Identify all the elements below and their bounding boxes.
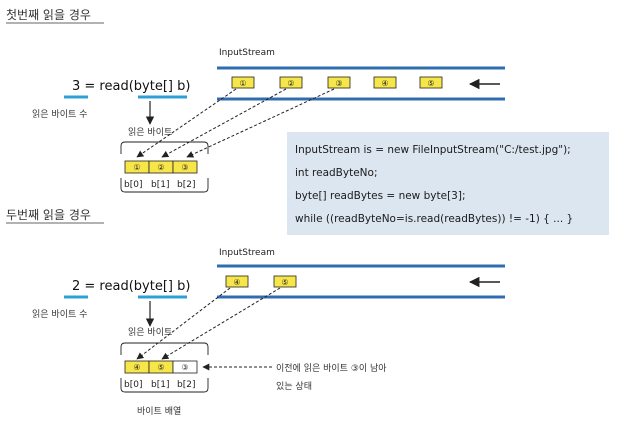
- svg-text:⑤: ⑤: [281, 278, 288, 287]
- stream-byte-2: ②: [279, 76, 303, 89]
- section2-copy-arrow-1: [136, 287, 231, 360]
- array-cell-0: ④: [124, 360, 150, 374]
- section2-index-2: b[2]: [177, 380, 195, 390]
- svg-text:②: ②: [157, 163, 164, 172]
- section2-stream-bytes: ④ ⑤: [225, 275, 297, 288]
- section1-copy-arrow-2: [161, 88, 287, 158]
- svg-text:⑤: ⑤: [427, 79, 434, 88]
- svg-text:④: ④: [381, 79, 388, 88]
- leftover-note-line-1: 이전에 읽은 바이트 ③이 남아: [276, 363, 387, 374]
- svg-text:②: ②: [287, 79, 294, 88]
- section1-index-2: b[2]: [177, 180, 195, 190]
- section2-array-brace-top: [120, 342, 209, 355]
- svg-text:①: ①: [239, 79, 246, 88]
- section1-array-brace-bottom: [120, 178, 209, 193]
- section2-count-label: 읽은 바이트 수: [32, 309, 87, 320]
- code-line-1: InputStream is = new FileInputStream("C:…: [295, 144, 571, 156]
- svg-text:③: ③: [335, 79, 342, 88]
- section1-stream-bytes: ① ② ③ ④ ⑤: [231, 76, 443, 89]
- section1-stream-label: InputStream: [219, 48, 275, 58]
- section1-read-label: 읽은 바이트: [128, 127, 172, 138]
- stream-byte-4: ④: [225, 275, 249, 288]
- code-line-3: byte[] readBytes = new byte[3];: [295, 190, 465, 202]
- svg-text:③: ③: [181, 163, 188, 172]
- section1-copy-arrow-3: [186, 88, 335, 158]
- section2-index-1: b[1]: [151, 380, 169, 390]
- section1-title: 첫번째 읽을 경우: [6, 8, 91, 22]
- svg-text:⑤: ⑤: [157, 363, 164, 372]
- section2-title: 두번째 읽을 경우: [6, 208, 91, 222]
- stream-byte-5: ⑤: [419, 76, 443, 89]
- array-cell-2: ③: [172, 160, 198, 174]
- section1-index-0: b[0]: [124, 180, 142, 190]
- section1-byte-array: ① ② ③: [124, 160, 198, 174]
- code-line-4: while ((readByteNo=is.read(readBytes)) !…: [295, 213, 573, 225]
- stream-byte-3: ③: [327, 76, 351, 89]
- stream-byte-4: ④: [373, 76, 397, 89]
- section2-read-label: 읽은 바이트: [128, 327, 172, 338]
- section2-byte-array: ④ ⑤ ③: [124, 360, 198, 374]
- stream-byte-5: ⑤: [273, 275, 297, 288]
- array-cell-1: ⑤: [148, 360, 174, 374]
- section1-array-brace-top: [120, 141, 209, 154]
- svg-text:③: ③: [181, 363, 188, 372]
- leftover-note-line-2: 있는 상태: [276, 380, 312, 392]
- section2-stream-label: InputStream: [219, 248, 275, 258]
- svg-text:④: ④: [133, 363, 140, 372]
- array-cell-0: ①: [124, 160, 150, 174]
- code-line-2: int readByteNo;: [295, 167, 377, 179]
- section2-array-brace-bottom: [120, 378, 209, 393]
- section2-copy-arrow-2: [161, 287, 281, 360]
- array-cell-2-leftover: ③: [172, 360, 198, 374]
- section1-count-label: 읽은 바이트 수: [32, 109, 87, 120]
- section1-index-1: b[1]: [151, 180, 169, 190]
- byte-array-label: 바이트 배열: [137, 406, 181, 417]
- section1-read-call: 3 = read(byte[] b): [72, 79, 190, 94]
- section2-read-call: 2 = read(byte[] b): [72, 279, 190, 294]
- svg-text:④: ④: [233, 278, 240, 287]
- section2-index-0: b[0]: [124, 380, 142, 390]
- code-box: [287, 132, 609, 235]
- svg-text:①: ①: [133, 163, 140, 172]
- stream-byte-1: ①: [231, 76, 255, 89]
- array-cell-1: ②: [148, 160, 174, 174]
- section1-copy-arrow-1: [136, 88, 237, 158]
